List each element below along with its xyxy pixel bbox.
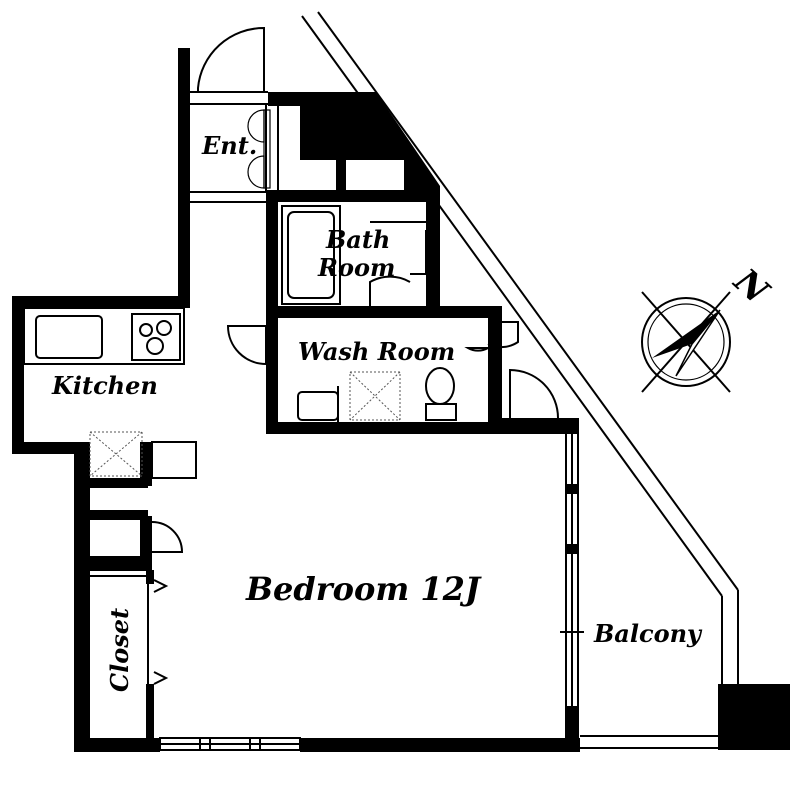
thin-lines: [88, 11, 739, 751]
room-labels: Ent. Bath Room Wash Room Kitchen Bedroom…: [51, 131, 703, 692]
wall-right-bottom: [565, 706, 579, 752]
washer-space: [349, 371, 401, 421]
wall-wash-right: [488, 306, 502, 432]
compass-needle: [652, 310, 720, 358]
fixtures: [23, 205, 457, 477]
wall-bottom-left: [74, 738, 160, 752]
wall-wash-top: [266, 306, 502, 318]
kitchen-sink: [35, 315, 103, 359]
entrance-door: [197, 26, 265, 92]
wall-top-ent: [268, 92, 308, 106]
label-bath-line1: Bath: [325, 225, 390, 254]
wall-closet-right3: [146, 570, 154, 584]
wall-balcony-corner: [718, 684, 790, 750]
compass-icon: [641, 291, 731, 393]
label-closet: Closet: [105, 608, 134, 692]
doors: [151, 26, 559, 685]
label-entrance: Ent.: [201, 131, 257, 160]
appliance-space: [89, 431, 143, 477]
wall-closet-right2: [140, 516, 152, 570]
toilet: [425, 367, 455, 405]
washbasin: [297, 391, 339, 421]
wall-closet-shelf1: [74, 478, 148, 488]
wall-bath-right: [426, 186, 440, 310]
label-kitchen: Kitchen: [51, 371, 158, 400]
wall-wash-bottom-right: [502, 418, 579, 434]
wall-bottom-right: [300, 738, 580, 752]
label-bath-line2: Room: [317, 253, 395, 282]
compass-north-label: N: [725, 261, 777, 313]
stove: [131, 313, 181, 361]
wash-door: [226, 325, 267, 365]
label-bedroom: Bedroom 12J: [245, 570, 482, 608]
walls: [12, 48, 790, 752]
wall-closet-shelf3: [74, 556, 148, 570]
wall-entrance-left: [178, 48, 190, 308]
bathtub: [281, 205, 341, 305]
wall-bath-top: [266, 190, 440, 202]
wall-shaft: [300, 92, 440, 196]
wall-closet-right: [140, 442, 152, 486]
wall-kitchen-bottom: [12, 442, 90, 454]
wall-kitchen-top: [12, 296, 190, 308]
wall-kitchen-left: [12, 296, 24, 454]
wall-closet-right4: [146, 684, 154, 740]
label-balcony: Balcony: [593, 619, 703, 648]
bath-door: [369, 275, 411, 308]
label-wash-room: Wash Room: [298, 337, 455, 366]
kitchen-counter: [23, 307, 185, 365]
wall-wash-bottom: [266, 422, 506, 434]
wall-closet-shelf2: [74, 510, 148, 520]
bedroom-door: [509, 368, 559, 419]
wall-left: [74, 442, 90, 752]
